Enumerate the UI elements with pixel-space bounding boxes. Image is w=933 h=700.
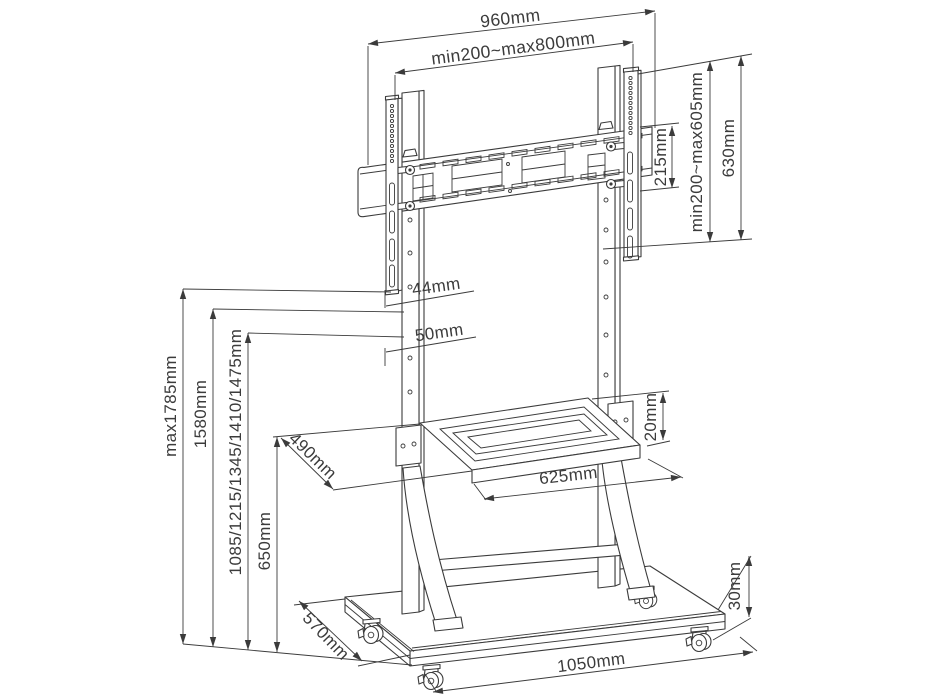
dim-label-max1785: max1785mm [161, 355, 180, 457]
dim-label-20: 20mm [641, 393, 660, 442]
floor-extension-line [182, 643, 413, 666]
dim-label-650: 650mm [255, 512, 274, 571]
shelf [395, 397, 641, 484]
right-vesa-strip [605, 66, 642, 262]
dim-label-215: 215mm [651, 128, 670, 187]
dim-offset-50: 50mm [384, 320, 477, 366]
dim-label-min200-max605: min200~max605mm [687, 72, 706, 233]
left-vesa-strip [384, 94, 416, 296]
dim-strip-segment-215: 215mm [639, 122, 680, 192]
dim-label-30: 30mm [725, 562, 744, 611]
dim-bracket-height-630: 630mm [719, 56, 745, 240]
dim-shelf-thickness-20: 20mm [591, 390, 671, 447]
left-strip-holes [389, 103, 395, 164]
dim-base-thickness-30: 30mm [712, 555, 753, 641]
left-leg [402, 465, 464, 632]
dim-shelf-height-650: 650mm [255, 423, 421, 652]
mount-rail [357, 120, 653, 218]
dim-max-height: max1785mm [161, 288, 392, 644]
dim-label-960: 960mm [479, 5, 541, 32]
dim-label-1580: 1580mm [191, 380, 210, 449]
dim-label-490: 490mm [285, 429, 340, 483]
dim-vesa-width-range: min200~max800mm [394, 28, 634, 100]
dim-height-1580: 1580mm [191, 308, 405, 647]
right-strip-holes [628, 75, 633, 136]
caster-front-left [417, 663, 444, 691]
dim-height-options: 1085/1215/1345/1410/1475mm [226, 329, 405, 650]
dim-vesa-height-range: min200~max605mm [602, 53, 753, 250]
dim-label-height-options: 1085/1215/1345/1410/1475mm [226, 329, 245, 576]
dim-label-630: 630mm [719, 119, 738, 178]
